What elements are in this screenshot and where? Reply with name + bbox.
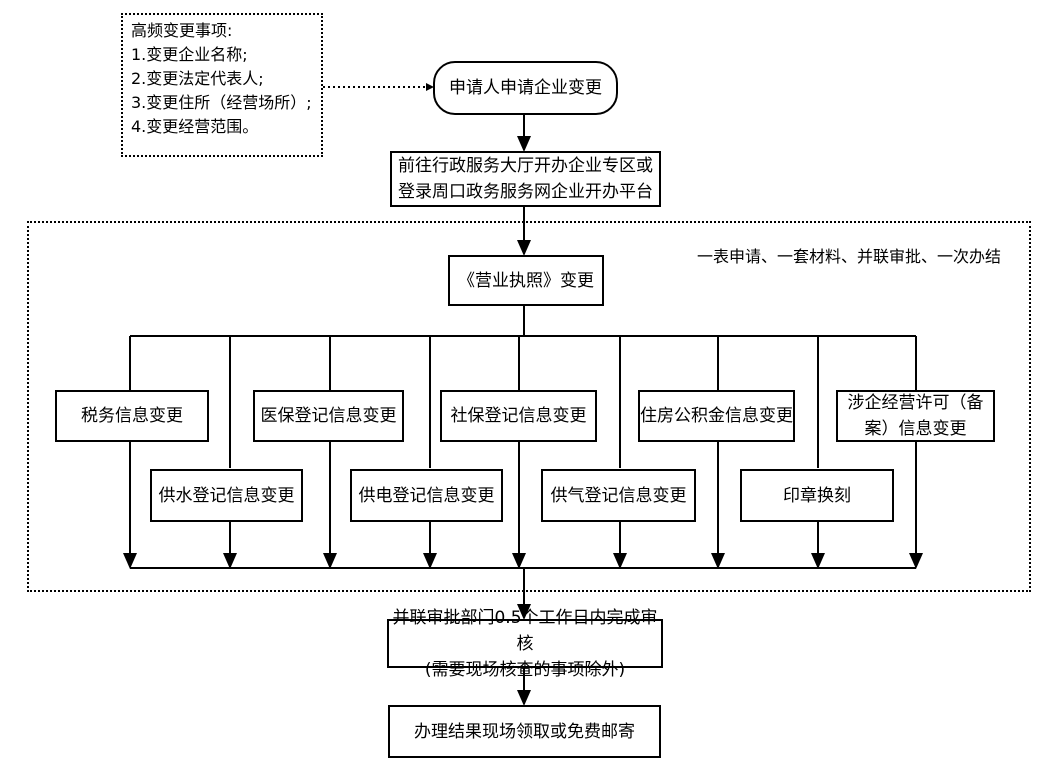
- parallel-section-frame: [27, 221, 1031, 592]
- parallel-caption: 一表申请、一套材料、并联审批、一次办结: [697, 247, 1002, 266]
- note-item: 2.变更法定代表人;: [131, 69, 264, 88]
- note-item: 3.变更住所（经营场所）;: [131, 93, 312, 112]
- item-water-change: 供水登记信息变更: [150, 469, 303, 522]
- item-business-permit-change: 涉企经营许可（备 案）信息变更: [836, 390, 995, 442]
- item-gas-change: 供气登记信息变更: [541, 469, 696, 522]
- step-license-change: 《营业执照》变更: [448, 255, 604, 306]
- item-tax-change: 税务信息变更: [55, 390, 209, 442]
- item-social-change: 社保登记信息变更: [440, 390, 597, 442]
- note-item: 1.变更企业名称;: [131, 45, 248, 64]
- step-apply-change: 申请人申请企业变更: [433, 61, 618, 115]
- step-parallel-approval: 并联审批部门0.5个工作日内完成审核 (需要现场核查的事项除外): [387, 608, 663, 680]
- item-power-change: 供电登记信息变更: [350, 469, 503, 522]
- step-go-to-service: 前往行政服务大厅开办企业专区或 登录周口政务服务网企业开办平台: [390, 151, 661, 207]
- item-seal-recut: 印章换刻: [740, 469, 894, 522]
- item-medical-change: 医保登记信息变更: [253, 390, 404, 442]
- step-collect-result: 办理结果现场领取或免费邮寄: [388, 705, 661, 758]
- note-title: 高频变更事项:: [131, 21, 233, 40]
- item-housing-fund-change: 住房公积金信息变更: [638, 390, 795, 442]
- high-frequency-items-note: 高频变更事项: 1.变更企业名称; 2.变更法定代表人; 3.变更住所（经营场所…: [121, 13, 323, 157]
- note-item: 4.变更经营范围。: [131, 117, 259, 136]
